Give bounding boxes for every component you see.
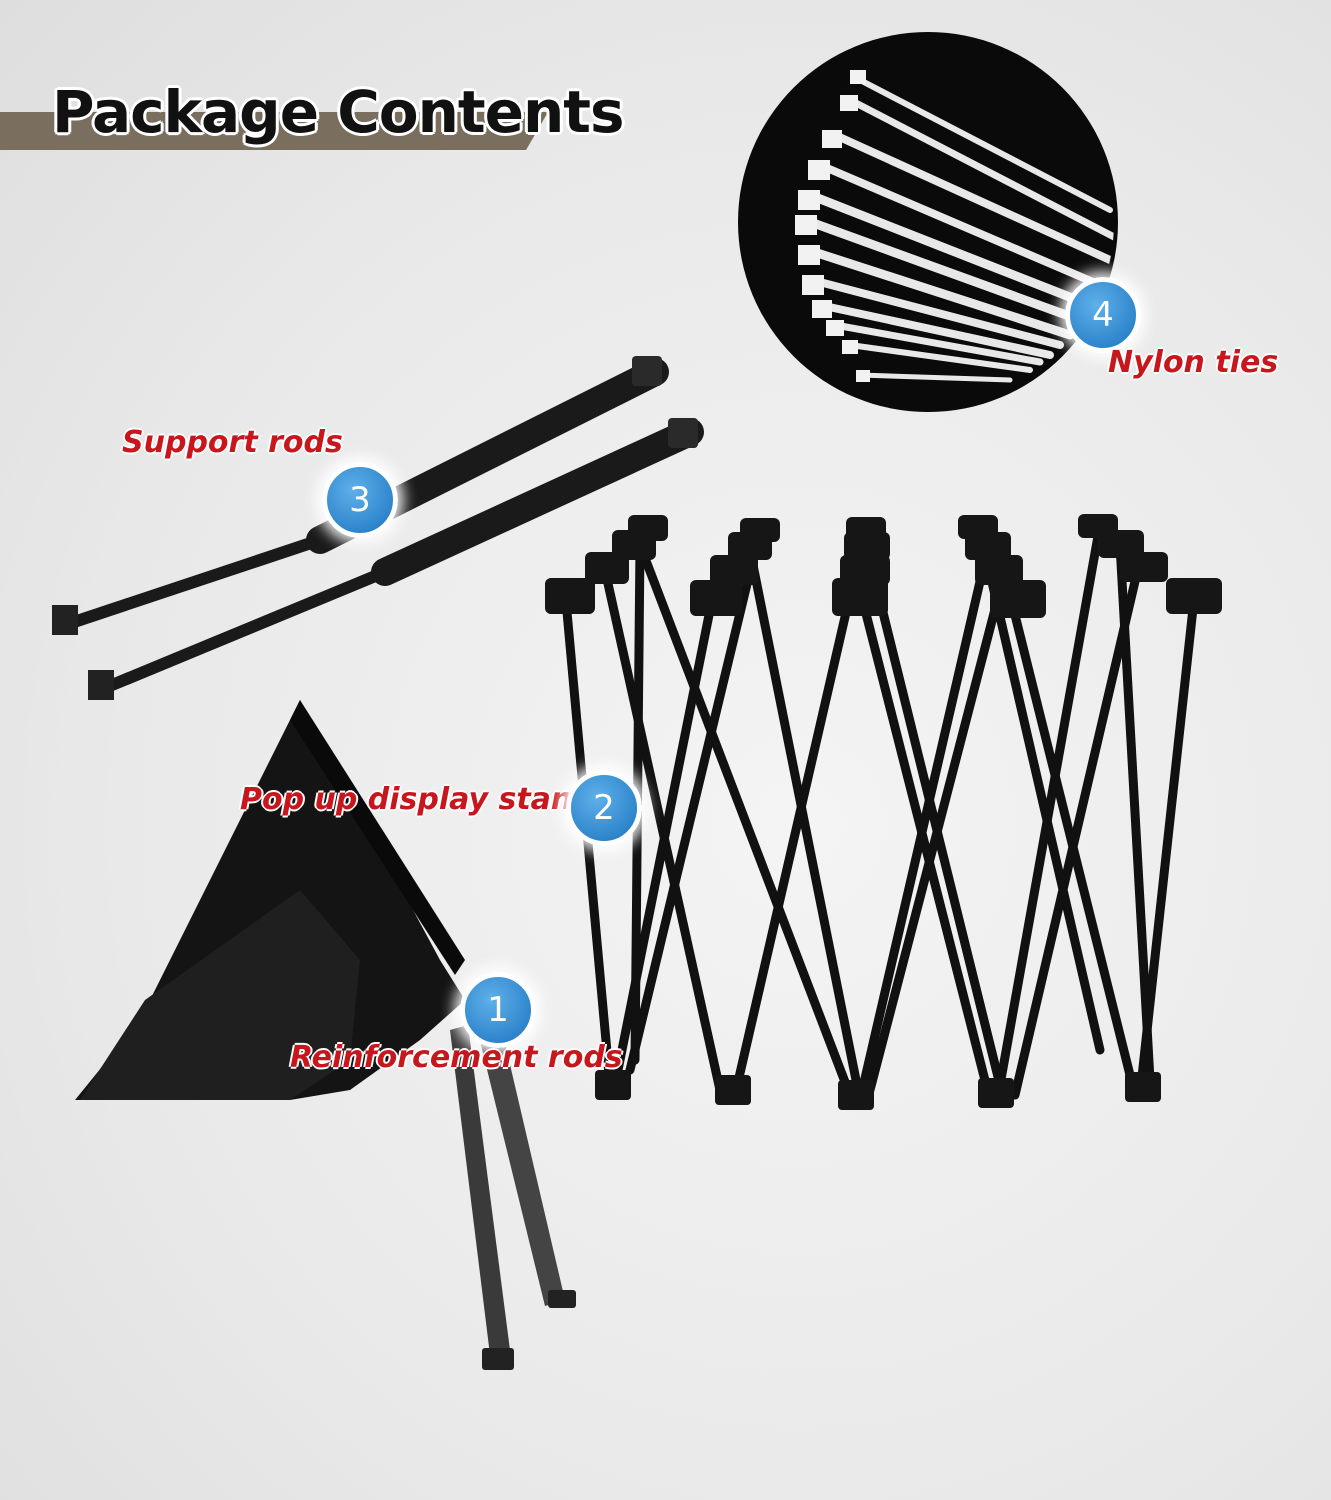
label-reinforcement-rods: Reinforcement rods	[290, 1040, 623, 1075]
title-bar	[0, 112, 548, 150]
badge-2: 2	[566, 770, 642, 846]
badge-1: 1	[460, 972, 536, 1048]
badge-3: 3	[322, 462, 398, 538]
label-support-rods: Support rods	[122, 425, 343, 460]
label-nylon-ties: Nylon ties	[1108, 345, 1279, 380]
nylon-ties-image	[738, 32, 1118, 412]
display-stand-caps	[545, 514, 1222, 1110]
carry-bag-image	[75, 700, 465, 1100]
page-title: Package Contents	[52, 78, 625, 146]
label-pop-up-display-stand: Pop up display stand	[240, 782, 594, 817]
reinforcement-rods-image	[450, 996, 576, 1370]
badge-4: 4	[1065, 277, 1141, 353]
